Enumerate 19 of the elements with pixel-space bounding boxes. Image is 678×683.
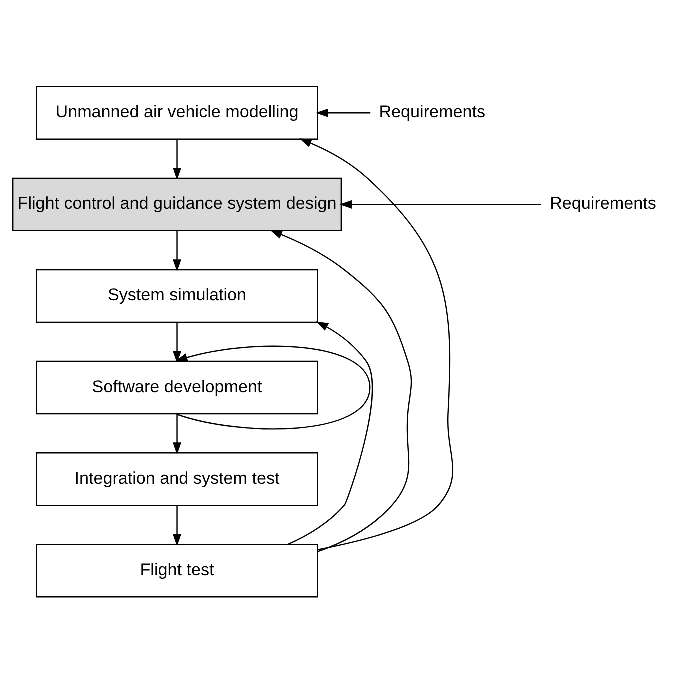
arrow xyxy=(176,345,371,430)
arrow xyxy=(340,200,542,208)
node-box: Unmanned air vehicle modelling xyxy=(36,86,318,140)
node-box: Flight control and guidance system design xyxy=(12,177,342,232)
node-box: Integration and system test xyxy=(36,452,318,506)
node-box: System simulation xyxy=(36,268,318,323)
arrow xyxy=(172,505,182,546)
node-text: Requirements xyxy=(550,194,656,213)
arrow xyxy=(270,230,412,552)
node-box: Flight test xyxy=(36,544,318,598)
node-box: Software development xyxy=(36,360,318,414)
arrow xyxy=(300,138,454,550)
arrow xyxy=(172,414,182,454)
arrow xyxy=(288,321,373,545)
arrow xyxy=(316,108,371,117)
arrow xyxy=(172,322,182,363)
arrow xyxy=(172,139,182,180)
node-text: Requirements xyxy=(379,102,486,122)
arrow xyxy=(172,230,182,272)
